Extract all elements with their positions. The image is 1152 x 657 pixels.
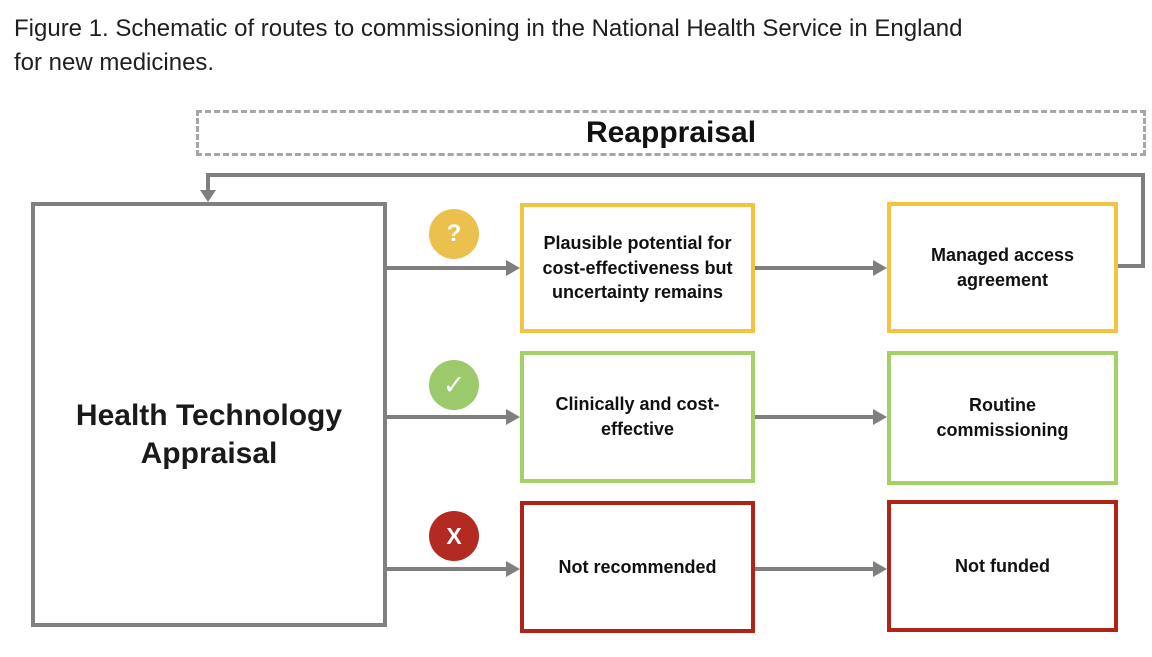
connector-line	[755, 567, 873, 571]
hta-label: Health Technology Appraisal	[75, 399, 343, 470]
question-icon: ?	[429, 209, 479, 259]
connector-line	[755, 415, 873, 419]
result-label: Not funded	[955, 555, 1050, 576]
feedback-line-stub	[1118, 264, 1143, 268]
cross-icon-glyph: X	[446, 522, 462, 549]
result-box-managed-access: Managed access agreement	[887, 202, 1118, 333]
row-uncertain: ? Plausible potential for cost-effective…	[0, 202, 1152, 333]
figure-title: Figure 1. Schematic of routes to commiss…	[14, 12, 1134, 80]
outcome-box-not-recommended: Not recommended	[520, 501, 755, 633]
result-label: Routine commissioning	[936, 395, 1069, 440]
figure-title-line1: Figure 1. Schematic of routes to commiss…	[14, 15, 963, 42]
health-technology-appraisal-box: Health Technology Appraisal	[31, 202, 387, 627]
row-effective: ✓ Clinically and cost-effective Routine …	[0, 351, 1152, 485]
arrowhead-icon	[873, 561, 887, 577]
outcome-label: Not recommended	[558, 556, 717, 577]
check-icon-glyph: ✓	[442, 369, 466, 400]
check-icon: ✓	[429, 360, 479, 410]
connector-line	[387, 415, 507, 419]
outcome-box-uncertain: Plausible potential for cost-effectivene…	[520, 203, 755, 333]
cross-icon: X	[429, 511, 479, 561]
reappraisal-label: Reappraisal	[585, 116, 757, 149]
connector-line	[387, 567, 507, 571]
arrowhead-icon	[873, 260, 887, 276]
reappraisal-box: Reappraisal	[196, 110, 1146, 156]
outcome-label: Clinically and cost-effective	[555, 394, 720, 439]
arrowhead-icon	[506, 561, 520, 577]
arrowhead-icon	[506, 260, 520, 276]
outcome-label: Plausible potential for cost-effectivene…	[542, 232, 733, 303]
connector-line	[387, 266, 507, 270]
feedback-line-top	[208, 173, 1145, 177]
question-icon-glyph: ?	[446, 220, 462, 247]
row-not-recommended: X Not recommended Not funded	[0, 500, 1152, 633]
result-box-routine-commissioning: Routine commissioning	[887, 351, 1118, 485]
outcome-box-effective: Clinically and cost-effective	[520, 351, 755, 483]
figure-title-line2: for new medicines.	[14, 49, 215, 76]
feedback-arrowhead-icon	[200, 190, 216, 202]
feedback-line-down	[206, 173, 210, 191]
arrowhead-icon	[873, 409, 887, 425]
feedback-line-right	[1141, 173, 1145, 268]
arrowhead-icon	[506, 409, 520, 425]
result-label: Managed access agreement	[930, 244, 1075, 290]
connector-line	[755, 266, 873, 270]
result-box-not-funded: Not funded	[887, 500, 1118, 632]
